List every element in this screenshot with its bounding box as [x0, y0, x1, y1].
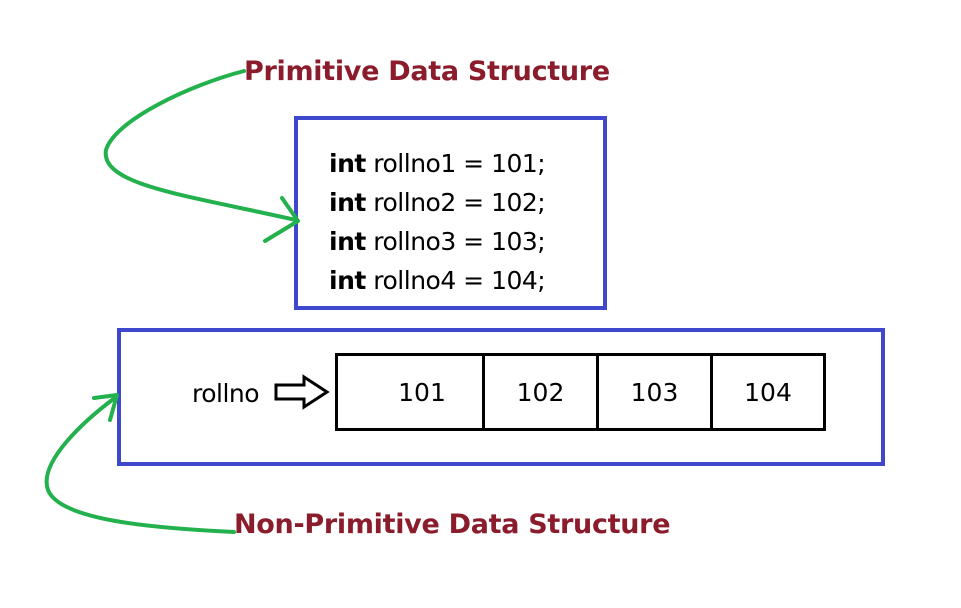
array-cell: 102	[485, 356, 599, 428]
statement: rollno1 = 101;	[365, 149, 546, 178]
statement: rollno2 = 102;	[365, 188, 546, 217]
keyword: int	[329, 188, 366, 217]
code-line: int rollno2 = 102;	[329, 183, 546, 222]
non-primitive-box: rollno 101 102 103 104	[117, 328, 885, 466]
code-line: int rollno4 = 104;	[329, 261, 546, 300]
array-cell: 104	[744, 377, 792, 407]
non-primitive-title: Non-Primitive Data Structure	[234, 509, 671, 540]
code-line: int rollno1 = 101;	[329, 144, 546, 183]
non-primitive-connector-arrowhead-icon	[92, 393, 119, 422]
primitive-title: Primitive Data Structure	[244, 56, 610, 87]
keyword: int	[329, 266, 366, 295]
code-block: int rollno1 = 101; int rollno2 = 102; in…	[329, 144, 546, 300]
code-line: int rollno3 = 103;	[329, 222, 546, 261]
array-cell: 103	[599, 356, 713, 428]
statement: rollno4 = 104;	[365, 266, 546, 295]
array-name-label: rollno	[192, 379, 260, 408]
keyword: int	[329, 149, 366, 178]
primitive-connector	[103, 69, 298, 222]
keyword: int	[329, 227, 366, 256]
statement: rollno3 = 103;	[365, 227, 546, 256]
array-cell: 101	[338, 356, 485, 428]
primitive-box: int rollno1 = 101; int rollno2 = 102; in…	[294, 116, 607, 310]
array-cells: 101 102 103 104	[335, 353, 826, 431]
